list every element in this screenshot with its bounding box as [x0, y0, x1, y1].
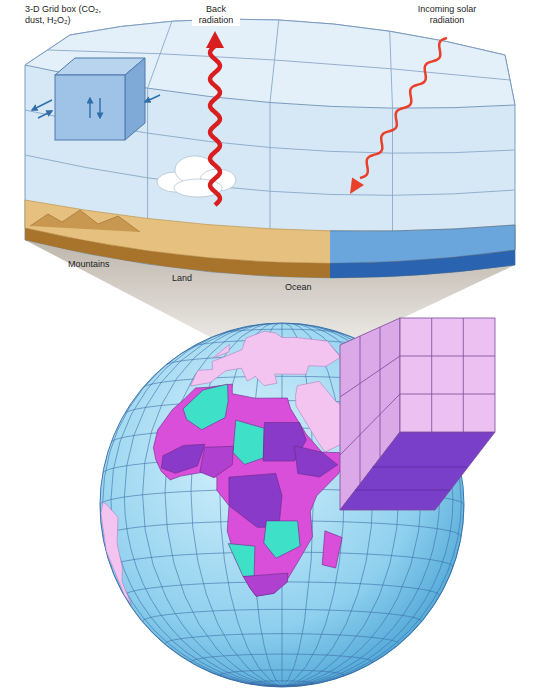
solar-radiation-arrow — [360, 38, 447, 178]
grid-box-cube — [55, 58, 145, 140]
country — [294, 446, 337, 477]
part-label: Incoming solar radiation — [408, 4, 486, 26]
landmass — [322, 531, 342, 568]
part-label: Land — [172, 273, 212, 284]
exchange-arrows-part — [38, 111, 52, 118]
country — [183, 384, 228, 430]
grid-cell-column-part — [400, 318, 495, 432]
slab-grid — [25, 20, 515, 231]
grid-cell-column-part — [400, 318, 495, 432]
country — [229, 473, 282, 527]
slab-grid-part — [270, 20, 279, 103]
slab-grid-part — [147, 88, 148, 218]
country — [243, 573, 288, 596]
exchange-arrows — [32, 95, 160, 118]
solar-radiation-head — [350, 178, 364, 194]
slab-grid-part — [270, 103, 271, 229]
exchange-arrows-part — [99, 98, 100, 118]
radiation-arrows — [206, 31, 447, 205]
slab-grid-part — [148, 21, 172, 88]
part-label: 3-D Grid box (CO₂, dust, H₂O₂) — [24, 4, 108, 26]
back-radiation-arrow — [210, 46, 220, 205]
landmass — [213, 344, 229, 358]
part-label: Ocean — [285, 282, 330, 293]
slab-grid-part — [25, 155, 515, 195]
country — [161, 444, 205, 473]
landmass — [101, 502, 132, 605]
landmass — [191, 331, 341, 386]
africa — [153, 384, 346, 596]
grid-box-cube-part — [125, 58, 145, 140]
country — [264, 521, 300, 558]
grid-cell-column-part — [355, 467, 467, 490]
land-edge — [25, 228, 515, 278]
grid-cell-column — [340, 318, 495, 510]
part-label: Back radiation — [192, 4, 240, 26]
exchange-arrows-part — [145, 95, 160, 102]
country — [228, 544, 255, 577]
grid-box-cube-part — [55, 75, 125, 140]
slab-grid-part — [390, 31, 393, 108]
grid-cell-column-part — [340, 432, 495, 510]
ocean-edge — [330, 228, 515, 278]
cloud — [157, 156, 236, 197]
part-label: Mountains — [68, 259, 128, 270]
country — [200, 446, 234, 477]
exchange-arrows-part — [32, 100, 52, 110]
mountain-ridge — [30, 210, 140, 232]
country — [233, 420, 264, 464]
slab-grid-part — [392, 108, 393, 231]
atmosphere-slab — [25, 19, 515, 278]
exchange-arrows-part — [89, 98, 90, 118]
grid-cell-column-part — [340, 327, 400, 484]
back-radiation-head — [206, 31, 224, 48]
